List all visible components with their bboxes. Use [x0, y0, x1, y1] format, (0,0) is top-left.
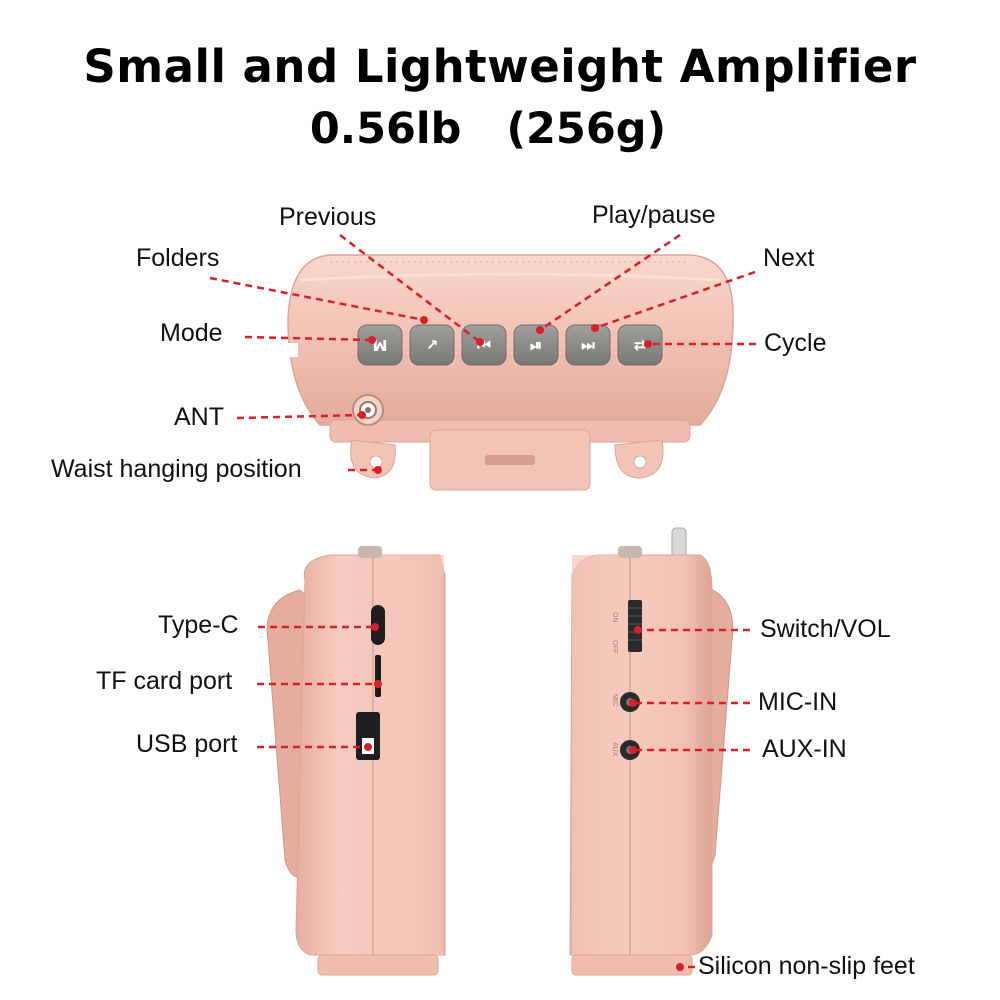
- ant-connector: [352, 394, 384, 426]
- label-aux-in: AUX-IN: [762, 735, 847, 763]
- folder-icon: ↗: [426, 336, 439, 354]
- button-face[interactable]: [617, 324, 663, 366]
- button-next[interactable]: ⏭: [565, 324, 611, 366]
- button-previous[interactable]: ⏮: [461, 324, 507, 366]
- label-usb-port: USB port: [136, 730, 238, 758]
- button-face[interactable]: [513, 324, 559, 366]
- label-mic-in: MIC-IN: [758, 688, 838, 716]
- label-folders: Folders: [136, 244, 220, 272]
- engraved-mic: MIC: [611, 694, 618, 707]
- engraved-aux: AUX: [611, 742, 618, 757]
- left-side-device: [266, 546, 446, 976]
- label-waist-hanging: Waist hanging position: [51, 455, 302, 483]
- leader-lines: [209, 233, 756, 969]
- tf-card-slot: [375, 655, 381, 697]
- label-previous: Previous: [279, 203, 377, 231]
- label-silicon-feet: Silicon non-slip feet: [698, 952, 915, 980]
- label-play-pause: Play/pause: [592, 201, 716, 229]
- silicon-foot: [571, 954, 693, 976]
- engraved-off: OFF: [611, 640, 618, 654]
- cycle-icon: ⇄: [634, 336, 647, 354]
- label-tf-card-port: TF card port: [96, 667, 233, 695]
- right-side-device: ON OFF MIC AUX: [569, 527, 734, 976]
- label-next: Next: [763, 244, 815, 272]
- label-ant: ANT: [174, 403, 224, 431]
- control-button-row: M ↗ ⏮ ⏯ ⏭ ⇄: [357, 324, 663, 366]
- waist-hanging-hook-left: [350, 439, 396, 479]
- waist-hanging-hook-right: [614, 439, 664, 479]
- label-mode: Mode: [160, 319, 223, 347]
- button-face[interactable]: [461, 324, 507, 366]
- button-face[interactable]: [409, 324, 455, 366]
- next-icon: ⏭: [581, 336, 595, 354]
- mode-icon: M: [373, 336, 388, 354]
- button-mode[interactable]: M: [357, 324, 403, 366]
- play-pause-icon: ⏯: [530, 336, 542, 354]
- label-cycle: Cycle: [764, 329, 827, 357]
- button-face[interactable]: [565, 324, 611, 366]
- engraved-on: ON: [611, 612, 618, 623]
- leader-dots: [358, 316, 684, 971]
- front-device-body: [286, 254, 734, 491]
- button-folders[interactable]: ↗: [409, 324, 455, 366]
- switch-volume-wheel: [628, 600, 642, 652]
- label-type-c: Type-C: [158, 611, 239, 639]
- label-switch-vol: Switch/VOL: [760, 615, 891, 643]
- button-play-pause[interactable]: ⏯: [513, 324, 559, 366]
- title-line-2: 0.56lb (256g): [309, 104, 667, 154]
- button-face[interactable]: [357, 324, 403, 366]
- button-cycle[interactable]: ⇄: [617, 324, 663, 366]
- title-line-1: Small and Lightweight Amplifier: [83, 40, 917, 93]
